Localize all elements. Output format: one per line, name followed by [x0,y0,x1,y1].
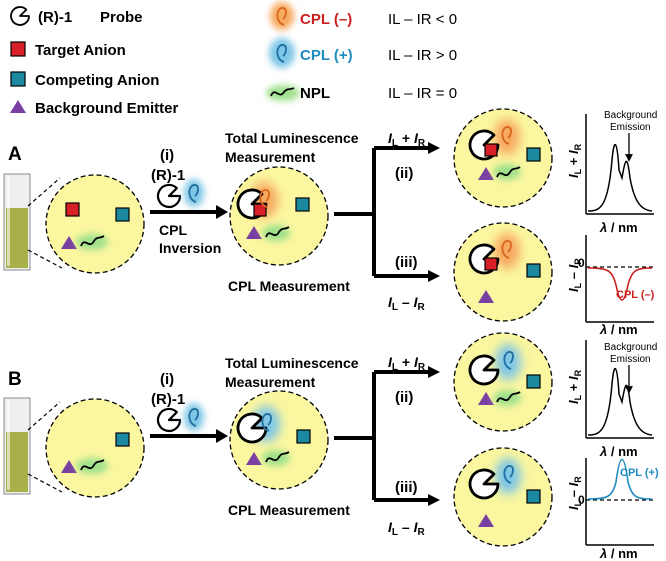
spectrum-a-zero: 0 [578,256,585,270]
background-emitter-icon [10,100,26,113]
target-anion-icon [10,41,26,57]
probe-icon [156,407,182,433]
probe-icon [10,6,30,26]
background-emitter-icon [478,392,494,405]
sample-circle-a1 [45,174,145,274]
target-anion-icon [253,203,267,217]
panel-a-step-i: (i) [160,147,174,164]
background-emitter-icon [61,460,77,473]
panel-a-diff-label: IL – IR [388,294,425,313]
spectrum-b-xlabel-top: λ / nm [599,444,638,459]
legend: (R)-1 Probe Target Anion Competing Anion… [10,2,457,117]
competing-anion-icon [526,263,541,278]
panel-a-total-2: Measurement [225,149,316,165]
panel-a-step-ii: (ii) [395,165,413,182]
panel-b-letter: B [8,369,22,390]
panel-a-inversion-1: CPL [159,222,187,238]
panel-b-diff-label: IL – IR [388,519,425,538]
spectrum-a-cpl: 0 IL – IR CPL (–) λ / nm [566,235,655,337]
spectrum-a-ylabel-diff: IL – IR [566,258,583,292]
spectrum-a-cpl-tag: CPL (–) [616,289,655,301]
spectrum-b-ylabel-sum: IL + IR [566,369,583,404]
spectrum-b-cpl: 0 IL – IR CPL (+) λ / nm [566,458,659,561]
npl-wave-icon [270,87,295,97]
spectrum-a-bg-2: Emission [610,122,651,133]
spectrum-b-bg-1: Background [604,342,657,353]
panel-b-cpl-measurement: CPL Measurement [228,502,350,518]
competing-anion-icon [526,489,541,504]
npl-wave-icon [496,166,521,178]
legend-npl-relation: IL – IR = 0 [388,85,457,102]
panel-a-sum-label: IL + IR [388,130,426,149]
legend-background-label: Background Emitter [35,100,179,117]
cpl-plus-glow-icon [269,38,295,68]
background-emitter-icon [246,226,262,239]
npl-wave-icon [80,235,105,247]
background-emitter-icon [478,290,494,303]
spectrum-b-total: Background Emission IL + IR λ / nm [566,340,657,459]
panel-a-letter: A [8,144,22,165]
legend-cpl-minus-relation: IL – IR < 0 [388,11,457,28]
competing-anion-icon [526,147,541,162]
target-anion-icon [484,257,498,271]
target-anion-icon [65,202,80,217]
spectrum-b-zero: 0 [578,493,585,507]
competing-anion-icon [526,374,541,389]
npl-wave-icon [265,226,290,238]
legend-competing-label: Competing Anion [35,72,159,89]
legend-cpl-minus-label: CPL (–) [300,11,352,28]
probe-icon [156,183,182,209]
panel-b-step-iii: (iii) [395,479,418,496]
legend-cpl-plus-relation: IL – IR > 0 [388,47,457,64]
background-emitter-icon [246,452,262,465]
background-emitter-icon [478,167,494,180]
panel-a-inversion-2: Inversion [159,240,221,256]
competing-anion-icon [115,432,130,447]
panel-b-sum-label: IL + IR [388,354,426,373]
panel-a-reagent: (R)-1 [151,167,185,184]
probe-icon [468,468,500,500]
npl-wave-icon [80,459,105,471]
spectrum-a-xlabel-top: λ / nm [599,220,638,235]
target-anion-icon [484,143,498,157]
spectrum-a-bg-1: Background [604,110,657,121]
sample-circle-b1 [45,398,145,498]
panel-a: A (i) (R)-1 CPL Inversion Total Luminesc… [3,108,657,337]
panel-b-step-ii: (ii) [395,389,413,406]
competing-anion-icon [115,207,130,222]
spectrum-b-xlabel-bottom: λ / nm [599,546,638,561]
panel-b-reagent: (R)-1 [151,391,185,408]
panel-b-total-1: Total Luminescence [225,355,359,371]
cpl-minus-glow-icon [270,2,294,30]
legend-npl-label: NPL [300,85,330,102]
spectrum-b-cpl-tag: CPL (+) [620,467,659,479]
cuvette-b [3,397,31,495]
cuvette-a [3,173,31,271]
spectrum-a-xlabel-bottom: λ / nm [599,322,638,337]
legend-cpl-plus-label: CPL (+) [300,47,353,64]
probe-icon [236,412,268,444]
panel-b: B (i) (R)-1 Total Luminescence Measureme… [3,332,659,561]
legend-target-label: Target Anion [35,42,126,59]
panel-a-cpl-measurement: CPL Measurement [228,278,350,294]
panel-b-total-2: Measurement [225,374,316,390]
spectrum-b-ylabel-diff: IL – IR [566,476,583,510]
competing-anion-icon [10,71,26,87]
spectrum-a-total: Background Emission IL + IR λ / nm [566,110,657,235]
npl-wave-icon [496,391,521,403]
npl-wave-icon [265,451,290,463]
competing-anion-icon [296,429,311,444]
spectrum-a-ylabel-sum: IL + IR [566,143,583,178]
panel-b-step-i: (i) [160,371,174,388]
background-emitter-icon [61,236,77,249]
spectrum-b-bg-2: Emission [610,354,651,365]
panel-a-step-iii: (iii) [395,254,418,271]
background-emitter-icon [478,514,494,527]
probe-icon [468,354,500,386]
competing-anion-icon [295,197,310,212]
legend-probe-name: (R)-1 [38,9,72,26]
panel-a-total-1: Total Luminescence [225,130,359,146]
legend-probe-suffix: Probe [100,9,143,26]
